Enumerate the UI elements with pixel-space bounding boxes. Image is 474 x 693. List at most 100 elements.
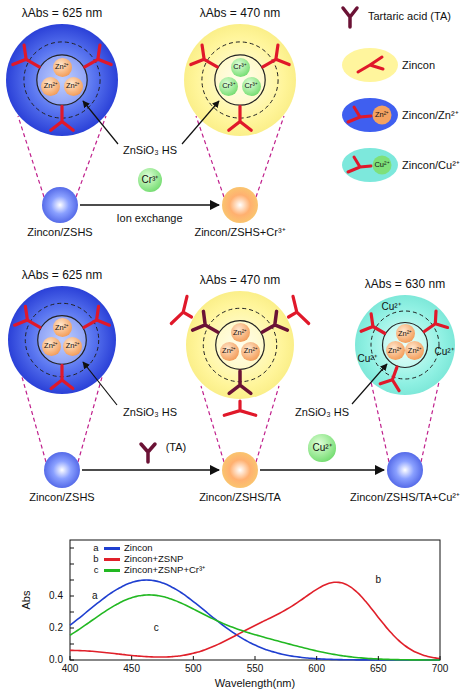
node-label: Cu²⁺: [312, 442, 331, 454]
metal-ion: Zn²⁺: [396, 324, 415, 343]
tartaric-acid-symbol: [141, 444, 155, 462]
sphere-drawing: [355, 295, 455, 395]
zoom-sphere: λAbs = 625 nmZn²⁺Zn²⁺Zn²⁺: [8, 286, 116, 394]
node-label: Zn²⁺: [44, 82, 58, 91]
ion-label: Cu²⁺: [381, 301, 400, 313]
node-label: Zn²⁺: [408, 346, 422, 355]
ion-label: Cu²⁺: [357, 353, 376, 365]
tick-mark: [70, 612, 74, 613]
node-label: Zincon/ZSHS/TA+Cu²⁺: [350, 491, 460, 504]
metal-ion: Zn²⁺: [53, 58, 72, 77]
node-label: Cr³⁺: [142, 174, 159, 186]
tick-mark: [316, 656, 317, 660]
zoom-sphere: λAbs = 470 nmZn²⁺Zn²⁺Zn²⁺: [186, 291, 294, 399]
node-label: λAbs = 470 nm: [200, 7, 280, 21]
legend-letter: c: [94, 565, 99, 576]
node-label: λAbs = 470 nm: [200, 274, 280, 288]
sphere-drawing: [186, 291, 294, 399]
ion-label: Cu²⁺: [434, 346, 453, 358]
metal-ion: Cr³⁺: [242, 77, 261, 96]
spectrum-curve: [70, 582, 440, 658]
ion-label: Cu²⁺: [374, 161, 389, 170]
node-label: Zincon/ZSHS: [27, 226, 92, 239]
node-label: Zn²⁺: [388, 346, 402, 355]
tick-mark: [70, 596, 74, 597]
legend-text: Zincon/Cu²⁺: [402, 159, 460, 172]
reaction-arrow: [260, 469, 384, 471]
metal-ion: Zn²⁺: [63, 337, 82, 356]
curve-label: b: [376, 574, 382, 586]
tick-label: 0.4: [49, 590, 63, 602]
node-label: Zn²⁺: [398, 329, 412, 338]
tick-mark: [440, 656, 441, 660]
tick-mark: [70, 660, 74, 661]
hollow-sphere: Zincon/ZSHS: [44, 452, 80, 488]
reagent-ion: Cu²⁺: [308, 434, 335, 461]
sphere-drawing: [8, 286, 116, 394]
tick-label: 600: [308, 663, 325, 675]
structure-label: ZnSiO₃ HS: [123, 406, 177, 419]
tick-label: 700: [432, 663, 449, 675]
node-label: λAbs = 625 nm: [22, 7, 102, 21]
hollow-sphere: Zincon/ZSHS/TA+Cu²⁺: [387, 452, 423, 488]
legend-swatch: [104, 558, 120, 561]
structure-label: ZnSiO₃ HS: [123, 144, 177, 157]
sphere-drawing: [6, 24, 118, 136]
spectrum-curve: [70, 580, 440, 660]
legend-letter: b: [93, 554, 98, 565]
node-label: λAbs = 625 nm: [22, 269, 102, 283]
tick-mark: [255, 656, 256, 660]
metal-ion: Cr³⁺: [231, 58, 250, 77]
spectrum-chart: [70, 548, 440, 660]
node-label: Zn²⁺: [222, 347, 236, 356]
legend-letter: a: [93, 543, 98, 554]
curve-label: c: [154, 622, 159, 634]
legend-swatch: [104, 547, 120, 550]
metal-ion: Zn²⁺: [64, 77, 83, 96]
reagent-label: (TA): [166, 441, 187, 454]
node-label: Zincon/ZSHS/TA: [199, 491, 281, 504]
tick-mark: [70, 644, 74, 645]
curve-label: a: [92, 590, 98, 602]
ion-label: Zn²⁺: [375, 111, 389, 120]
node-label: Cr³⁺: [233, 63, 246, 72]
reaction-arrow: [80, 204, 219, 206]
metal-ion: Zn²⁺: [220, 342, 239, 361]
node-label: Zn²⁺: [244, 347, 258, 356]
metal-ion: Zn²⁺: [241, 342, 260, 361]
legend-text: Zincon+ZSNP: [124, 554, 183, 565]
legend-text: Zincon/Zn²⁺: [402, 109, 459, 122]
legend-swatch: [104, 569, 120, 572]
leader-arrow: [83, 101, 387, 405]
node-label: Zn²⁺: [55, 63, 69, 72]
metal-ion: Zn²⁺: [53, 318, 72, 337]
metal-ion: Zn²⁺: [231, 323, 250, 342]
legend-text: Zincon: [402, 59, 435, 72]
tick-label: 450: [123, 663, 140, 675]
legend-icon: [342, 8, 398, 182]
structure-label: ZnSiO₃ HS: [295, 406, 349, 419]
reaction-arrow: [82, 469, 219, 471]
metal-ion: Zn²⁺: [42, 337, 61, 356]
zoom-sphere: λAbs = 630 nmZn²⁺Zn²⁺Zn²⁺: [355, 295, 455, 395]
hollow-sphere: Zincon/ZSHS/TA: [222, 452, 258, 488]
plot-frame: [70, 540, 440, 660]
zoom-sphere: λAbs = 470 nmCr³⁺Cr³⁺Cr³⁺: [184, 24, 296, 136]
node-label: Zn²⁺: [66, 82, 80, 91]
zoom-sphere: λAbs = 625 nmZn²⁺Zn²⁺Zn²⁺: [6, 24, 118, 136]
tick-mark: [70, 656, 71, 660]
node-label: Zincon/ZSHS+Cr³⁺: [194, 226, 285, 239]
tick-mark: [378, 656, 379, 660]
tick-label: 650: [370, 663, 387, 675]
tick-label: 0.2: [49, 622, 63, 634]
node-label: Zn²⁺: [55, 323, 69, 332]
tick-label: 0.0: [49, 654, 63, 666]
tick-label: 500: [185, 663, 202, 675]
node-label: λAbs = 630 nm: [365, 278, 445, 292]
axis-title: Abs: [20, 591, 33, 610]
node-label: Zn²⁺: [233, 328, 247, 337]
node-label: Zincon/ZSHS: [29, 491, 94, 504]
tick-label: 550: [247, 663, 264, 675]
tick-mark: [70, 580, 74, 581]
metal-ion: Zn²⁺: [386, 341, 405, 360]
